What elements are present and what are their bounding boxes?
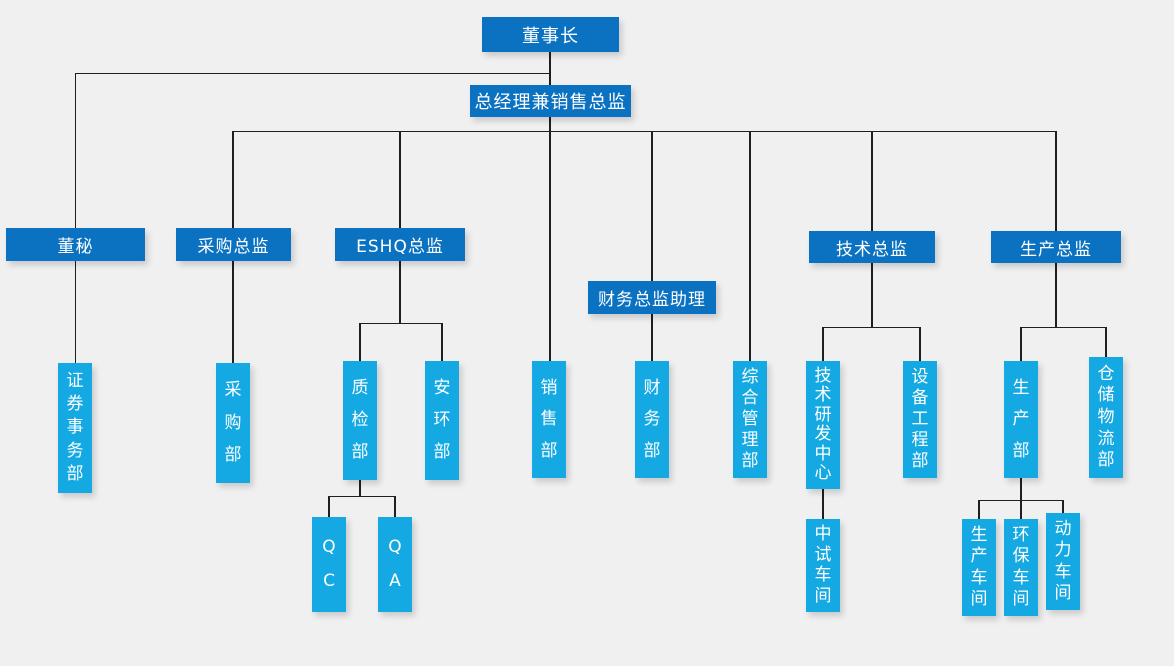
org-node-safety-environment-dept: 安环部: [425, 361, 459, 480]
connector-line: [1020, 478, 1022, 500]
connector-line: [822, 327, 824, 361]
connector-line: [74, 72, 550, 74]
connector-line: [1020, 327, 1022, 361]
org-node-quality-inspection-dept: 质检部: [343, 361, 377, 480]
org-node-production-director: 生产总监: [991, 231, 1121, 263]
org-node-power-workshop: 动力车间: [1046, 513, 1080, 610]
connector-line: [394, 496, 396, 517]
connector-line: [399, 131, 401, 228]
connector-line: [1055, 131, 1057, 231]
org-node-board-secretary: 董秘: [6, 228, 145, 261]
connector-line: [871, 131, 873, 231]
connector-line: [441, 323, 443, 361]
connector-line: [74, 72, 76, 363]
connector-line: [360, 322, 442, 324]
connector-line: [1062, 500, 1064, 513]
org-node-general-management-dept: 综合管理部: [733, 361, 767, 478]
org-node-securities-affairs-dept: 证券事务部: [58, 363, 92, 493]
connector-line: [329, 495, 395, 497]
connector-line: [871, 263, 873, 327]
connector-line: [549, 52, 551, 85]
connector-line: [399, 261, 401, 323]
org-node-rd-center: 技术研发中心: [806, 361, 840, 489]
org-node-procurement-director: 采购总监: [176, 228, 291, 261]
org-node-sales-dept: 销售部: [532, 361, 566, 478]
connector-line: [823, 326, 920, 328]
org-node-technology-director: 技术总监: [809, 231, 935, 263]
org-node-pilot-workshop: 中试车间: [806, 519, 840, 612]
org-node-eshq-director: ESHQ总监: [335, 228, 465, 261]
connector-line: [359, 323, 361, 361]
connector-line: [233, 130, 1056, 132]
org-node-warehouse-logistics-dept: 仓储物流部: [1089, 357, 1123, 478]
org-node-equipment-engineering-dept: 设备工程部: [903, 361, 937, 478]
org-node-production-dept: 生产部: [1004, 361, 1038, 478]
connector-line: [1105, 327, 1107, 361]
org-node-chairman: 董事长: [482, 17, 619, 52]
connector-line: [359, 480, 361, 496]
connector-line: [1020, 500, 1022, 519]
connector-line: [549, 117, 551, 361]
connector-line: [328, 496, 330, 517]
org-node-procurement-dept: 采购部: [216, 363, 250, 483]
connector-line: [1055, 263, 1057, 327]
connector-line: [1021, 326, 1106, 328]
connector-line: [749, 131, 751, 361]
org-node-production-workshop: 生产车间: [962, 519, 996, 616]
connector-line: [651, 131, 653, 281]
org-node-environment-workshop: 环保车间: [1004, 519, 1038, 616]
org-node-general-manager: 总经理兼销售总监: [470, 85, 631, 117]
org-node-finance-dept: 财务部: [635, 361, 669, 478]
org-node-finance-director-assistant: 财务总监助理: [588, 281, 716, 314]
connector-line: [822, 489, 824, 519]
connector-line: [978, 500, 980, 519]
connector-line: [919, 327, 921, 361]
connector-line: [651, 314, 653, 361]
